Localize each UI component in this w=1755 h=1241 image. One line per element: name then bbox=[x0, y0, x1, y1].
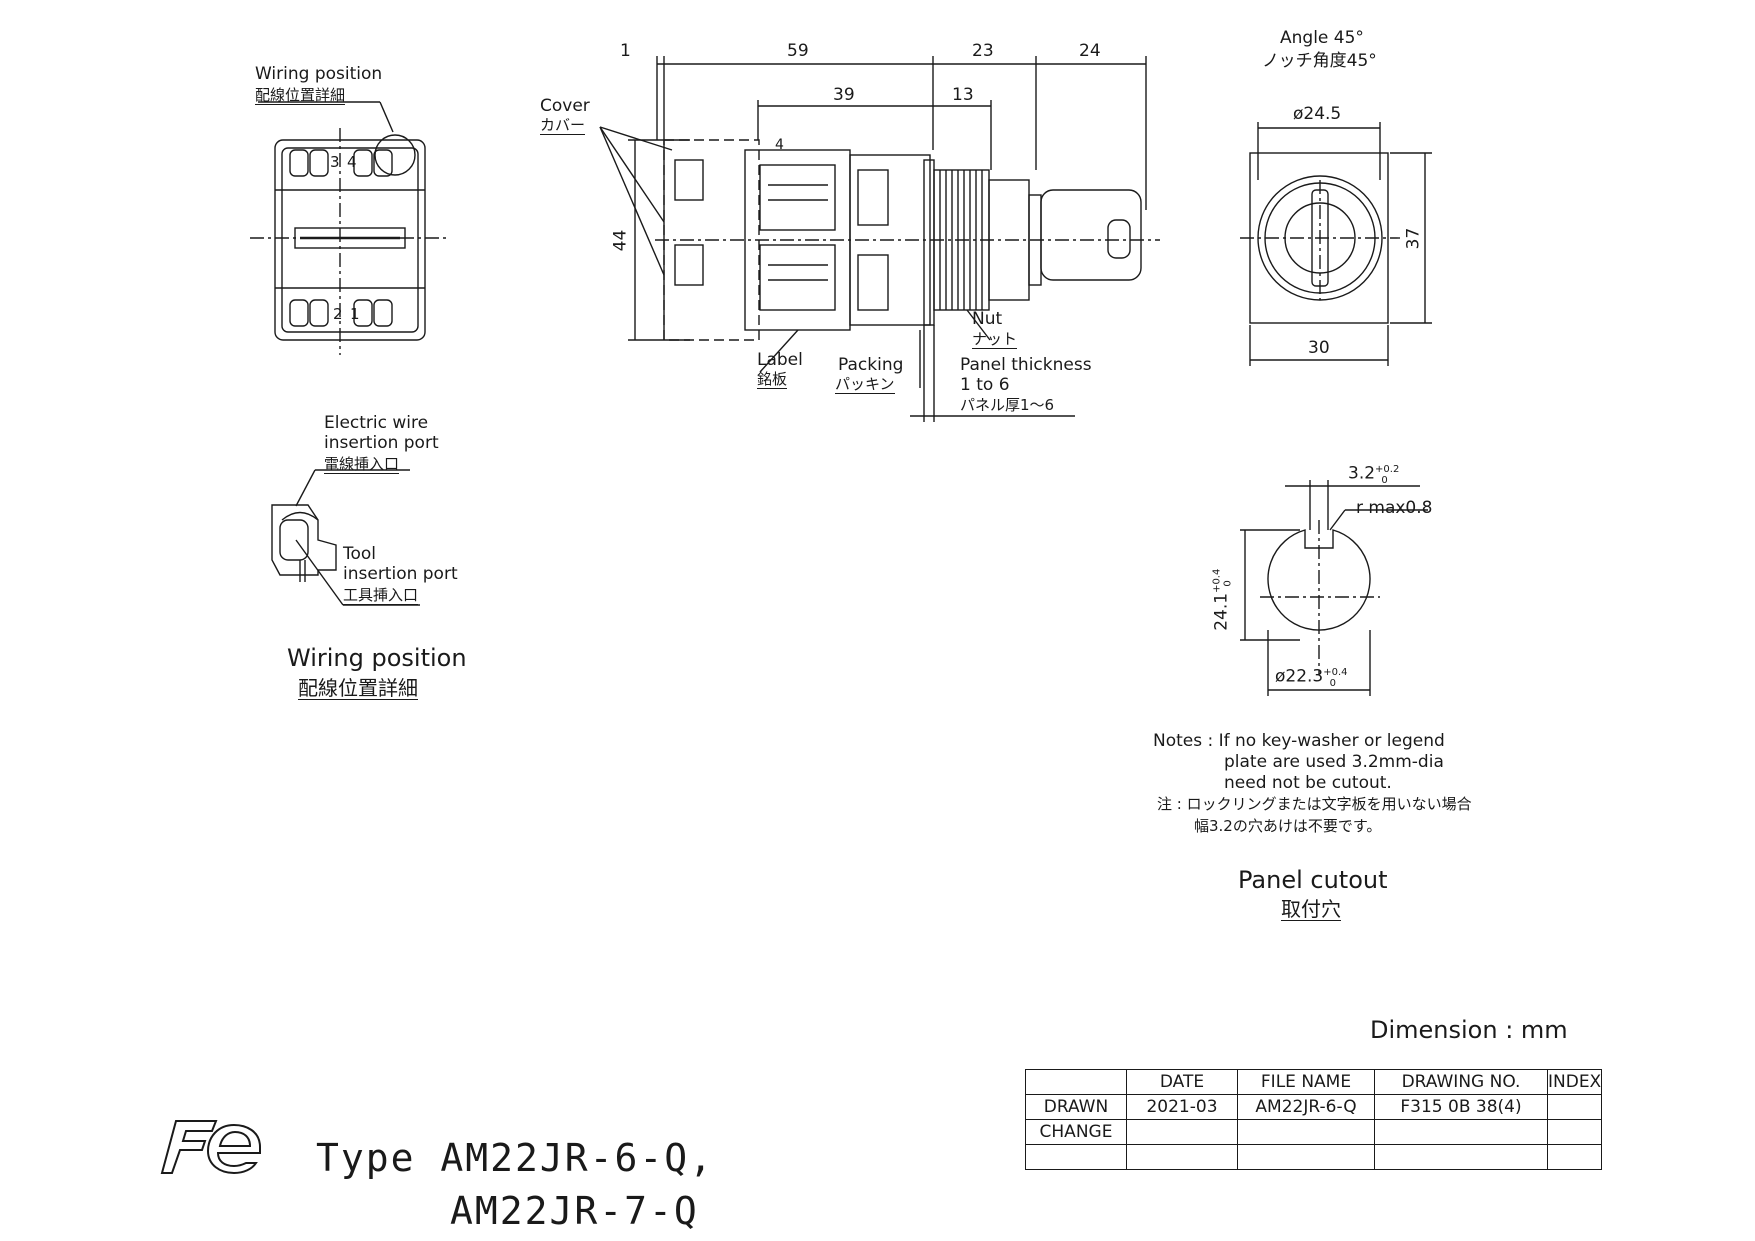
drawn-date: 2021-03 bbox=[1126, 1094, 1238, 1120]
wiring-position-detail bbox=[250, 101, 450, 355]
change-date bbox=[1126, 1119, 1238, 1145]
electric-wire-port-label-ja: 電線挿入口 bbox=[324, 455, 400, 474]
cutout-height-tol-lower: 0 bbox=[1222, 580, 1234, 587]
dim-1: 1 bbox=[620, 41, 631, 61]
tool-port-label-2: insertion port bbox=[343, 564, 458, 584]
panel-thickness-label-ja: パネル厚1〜6 bbox=[960, 396, 1055, 414]
cutout-height-dim: 24.1+0.40 bbox=[1211, 569, 1234, 631]
front-diameter: ø24.5 bbox=[1293, 104, 1342, 124]
header-drawing-no: DRAWING NO. bbox=[1374, 1069, 1548, 1095]
dimension-unit: Dimension : mm bbox=[1370, 1016, 1568, 1044]
fe-logo bbox=[160, 1120, 261, 1175]
wiring-caption-en: Wiring position bbox=[287, 644, 467, 672]
notes-line-1: Notes : If no key-washer or legend bbox=[1153, 731, 1445, 751]
blank-cell bbox=[1546, 1144, 1603, 1170]
tool-port-label-ja: 工具挿入口 bbox=[343, 586, 419, 605]
side-view bbox=[599, 56, 1160, 422]
packing-label-ja: パッキン bbox=[835, 375, 895, 394]
terminal-label-1: 1 bbox=[350, 305, 360, 323]
dim-13: 13 bbox=[952, 85, 974, 105]
electric-wire-port-label-2: insertion port bbox=[324, 433, 439, 453]
notes-line-2: plate are used 3.2mm-dia bbox=[1224, 752, 1444, 772]
terminal-mark-4: 4 bbox=[775, 137, 784, 153]
notes-line-4: 注 : ロックリングまたは文字板を用いない場合 bbox=[1157, 795, 1472, 813]
cutout-diameter-tol-lower: 0 bbox=[1329, 678, 1336, 690]
port-detail bbox=[271, 469, 420, 606]
change-drawing-no bbox=[1374, 1119, 1548, 1145]
drawn-drawing-no: F315 0B 38(4) bbox=[1374, 1094, 1548, 1120]
cutout-height: 24.1 bbox=[1211, 592, 1232, 631]
drawn-index bbox=[1546, 1094, 1603, 1120]
packing-label-en: Packing bbox=[838, 355, 904, 375]
header-index: INDEX bbox=[1546, 1069, 1603, 1095]
dim-23: 23 bbox=[972, 41, 994, 61]
change-file-name bbox=[1237, 1119, 1375, 1145]
nut-label-ja: ナット bbox=[972, 330, 1018, 349]
title-block-corner bbox=[1025, 1069, 1127, 1095]
wiring-caption-ja: 配線位置詳細 bbox=[298, 676, 418, 700]
nut-label-en: Nut bbox=[972, 309, 1003, 329]
dim-39: 39 bbox=[833, 85, 855, 105]
wiring-detail-title-en: Wiring position bbox=[255, 64, 383, 84]
cutout-radius: r max0.8 bbox=[1356, 498, 1433, 518]
dim-44: 44 bbox=[610, 229, 631, 252]
header-date: DATE bbox=[1126, 1069, 1238, 1095]
label-label-ja: 銘板 bbox=[757, 370, 788, 389]
blank-cell bbox=[1237, 1144, 1375, 1170]
wiring-detail-title-ja: 配線位置詳細 bbox=[255, 86, 346, 105]
blank-cell bbox=[1126, 1144, 1238, 1170]
angle-label-en: Angle 45° bbox=[1280, 28, 1364, 48]
panel-cutout bbox=[1240, 480, 1428, 696]
cover-label-ja: カバー bbox=[540, 116, 586, 135]
dim-59: 59 bbox=[787, 41, 809, 61]
keyway-width-dim: 3.2+0.20 bbox=[1348, 463, 1399, 487]
type-line-1: Type AM22JR-6-Q, bbox=[316, 1136, 715, 1180]
front-height: 37 bbox=[1403, 227, 1424, 250]
row-drawn-label: DRAWN bbox=[1025, 1094, 1127, 1120]
cutout-caption-ja: 取付穴 bbox=[1281, 897, 1341, 921]
drawn-file-name: AM22JR-6-Q bbox=[1237, 1094, 1375, 1120]
type-line-2: AM22JR-7-Q bbox=[450, 1189, 699, 1233]
change-index bbox=[1546, 1119, 1603, 1145]
cutout-diameter-tol-upper: +0.4 bbox=[1323, 667, 1348, 678]
panel-thickness-label-1: Panel thickness bbox=[960, 355, 1092, 375]
angle-label-ja: ノッチ角度45° bbox=[1262, 51, 1377, 71]
notes-line-5: 幅3.2の穴あけは不要です。 bbox=[1194, 817, 1382, 835]
keyway-tol-lower: 0 bbox=[1381, 475, 1388, 487]
blank-cell bbox=[1374, 1144, 1548, 1170]
row-change-label: CHANGE bbox=[1025, 1119, 1127, 1145]
terminal-label-3: 3 bbox=[330, 153, 340, 171]
label-label-en: Label bbox=[757, 350, 803, 370]
header-file-name: FILE NAME bbox=[1237, 1069, 1375, 1095]
terminal-label-4: 4 bbox=[347, 153, 357, 171]
keyway-width: 3.2 bbox=[1348, 463, 1376, 484]
keyway-tol-upper: +0.2 bbox=[1375, 464, 1400, 475]
cutout-diameter-dim: ø22.3+0.40 bbox=[1275, 666, 1348, 690]
blank-cell bbox=[1025, 1144, 1127, 1170]
front-width: 30 bbox=[1308, 338, 1330, 358]
cutout-height-tol-upper: +0.4 bbox=[1211, 568, 1223, 593]
front-view bbox=[1240, 122, 1432, 366]
cutout-diameter: ø22.3 bbox=[1275, 666, 1324, 687]
electric-wire-port-label-1: Electric wire bbox=[324, 413, 429, 433]
notes-line-3: need not be cutout. bbox=[1224, 773, 1392, 793]
tool-port-label-1: Tool bbox=[343, 544, 377, 564]
cover-label-en: Cover bbox=[540, 96, 590, 116]
terminal-label-2: 2 bbox=[333, 305, 343, 323]
dim-24: 24 bbox=[1079, 41, 1101, 61]
title-block: DATE FILE NAME DRAWING NO. INDEX DRAWN 2… bbox=[1025, 1069, 1603, 1170]
panel-thickness-label-2: 1 to 6 bbox=[960, 375, 1010, 395]
cutout-caption-en: Panel cutout bbox=[1238, 866, 1388, 894]
